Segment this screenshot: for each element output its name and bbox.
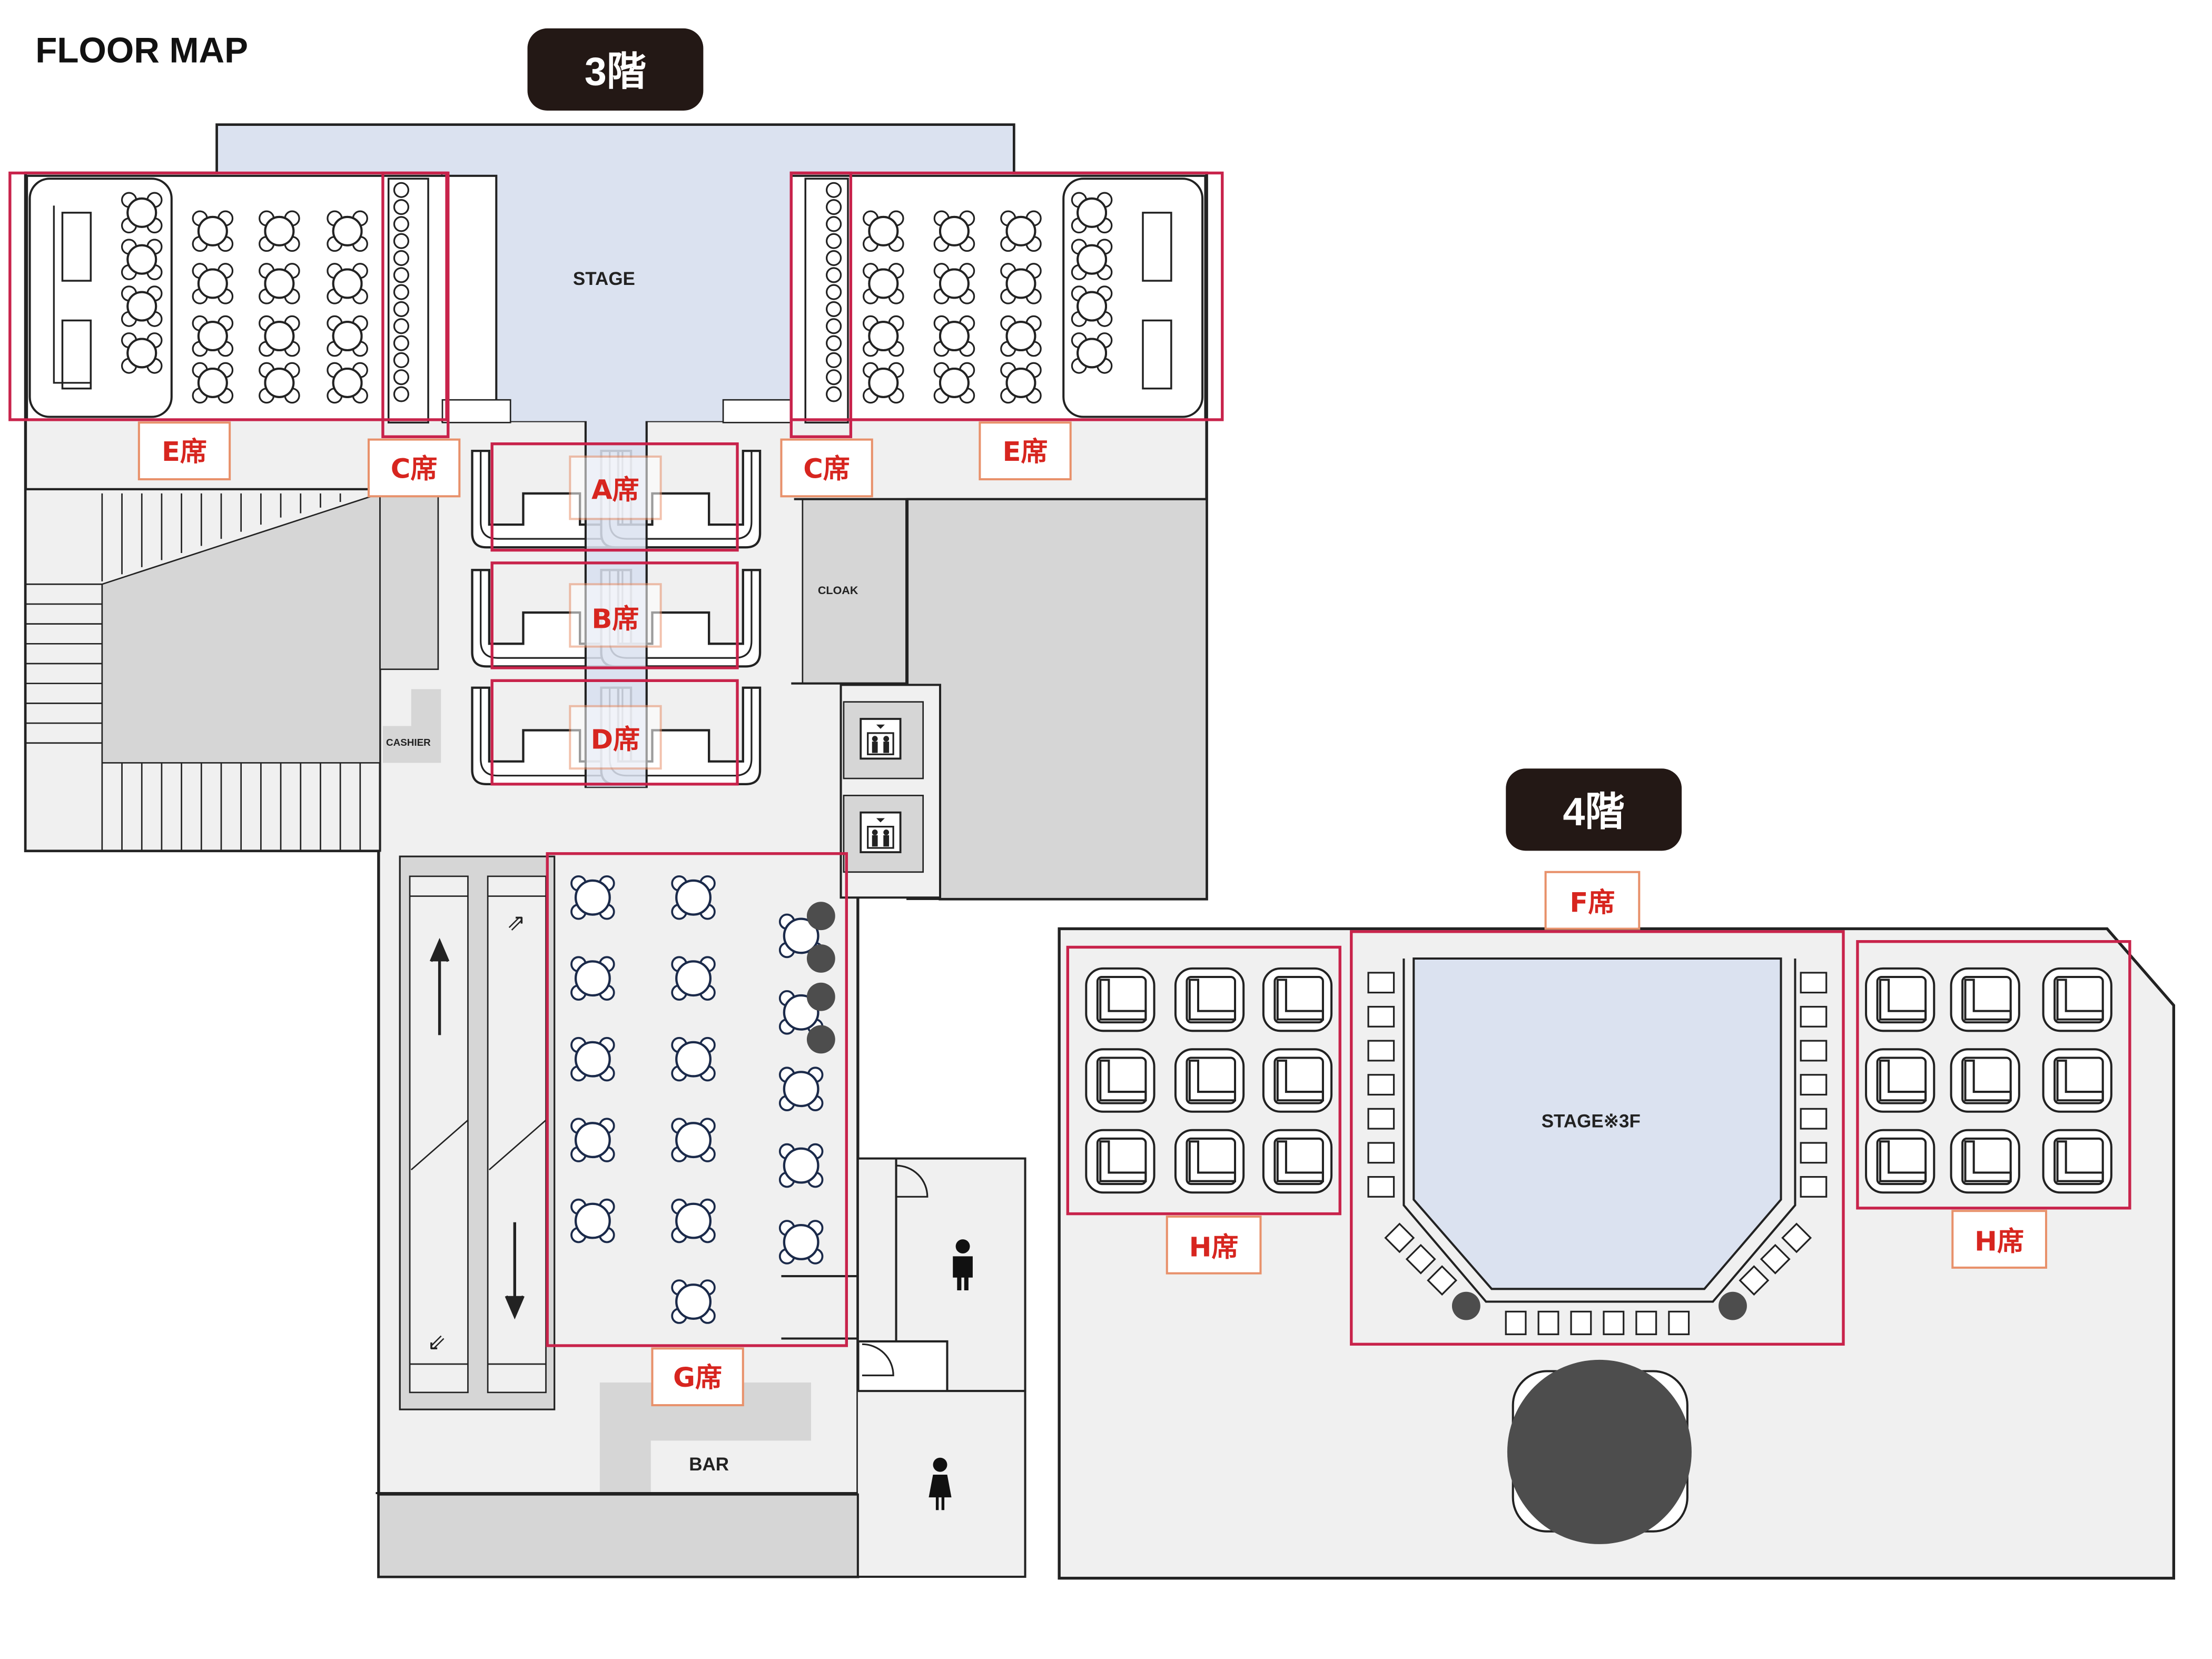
seat-box-f[interactable] (1350, 930, 1845, 1346)
seat-tag-e-left[interactable]: E席 (137, 421, 231, 481)
escalator-icon: ⇗ (507, 910, 526, 936)
floor-4-plan: 4階 STAGE※3F (1058, 768, 2175, 1580)
elevator-block (840, 684, 942, 899)
restroom-block (856, 1157, 1026, 1578)
seat-tag-f-label: F席 (1569, 887, 1615, 919)
bar-counter (599, 1382, 811, 1493)
c-left-seats (393, 182, 410, 402)
g-dark-seats (806, 902, 835, 1054)
escalator-block: ⇗ ⇙ (399, 855, 556, 1410)
seat-tag-f[interactable]: F席 (1544, 871, 1641, 930)
restroom-men-icon (953, 1239, 973, 1290)
round-booth (1507, 1359, 1692, 1544)
stage-label: STAGE (573, 269, 635, 289)
seat-tag-d-label[interactable]: D席 (591, 725, 640, 756)
seat-tag-h-left[interactable]: H席 (1166, 1215, 1262, 1275)
service-block (906, 498, 1208, 900)
cashier-label: CASHIER (386, 737, 431, 748)
staircase (24, 488, 439, 852)
seat-box-h-left[interactable] (1066, 945, 1341, 1216)
seat-box-c-left[interactable] (381, 171, 450, 438)
seat-tag-b-label[interactable]: B席 (591, 604, 639, 635)
seat-tag-c-left-label: C席 (391, 453, 438, 485)
seat-tag-g[interactable]: G席 (651, 1347, 744, 1407)
page-title: FLOOR MAP (35, 31, 248, 70)
seat-box-b[interactable] (490, 561, 739, 669)
seat-tag-h-right[interactable]: H席 (1951, 1210, 2048, 1269)
floor-3-pill (527, 28, 704, 111)
floor-4-pill (1506, 768, 1682, 851)
seat-tag-c-right-label: C席 (803, 453, 850, 485)
seat-tag-g-label: G席 (673, 1362, 722, 1394)
seat-box-h-right[interactable] (1856, 940, 2131, 1210)
seat-tag-e-right-label: E席 (1002, 437, 1048, 468)
h-left-chairs (1086, 969, 1331, 1192)
bar-label: BAR (689, 1454, 729, 1475)
seat-tag-c-right[interactable]: C席 (780, 438, 873, 498)
floor-3-plan: 3階 STAGE (8, 28, 1224, 1578)
arrow-up-icon (429, 937, 450, 1035)
seat-box-g[interactable] (546, 852, 848, 1347)
seat-tag-e-left-label: E席 (162, 437, 207, 468)
floor-3-label: 3階 (585, 50, 646, 94)
stage-4f-area (1413, 957, 1782, 1290)
elevator-icon (860, 718, 902, 760)
elevator-icon (860, 811, 902, 853)
floor-4-label: 4階 (1563, 789, 1625, 834)
cloak-label: CLOAK (818, 584, 858, 597)
stage-4f-side-seats (1367, 972, 1828, 1336)
cashier-room (382, 689, 441, 763)
seat-tag-a-label[interactable]: A席 (591, 475, 639, 506)
seat-box-e-right[interactable] (789, 171, 1224, 421)
arrow-down-icon (505, 1222, 525, 1320)
seat-box-a[interactable] (490, 442, 739, 552)
restroom-women-icon (929, 1457, 952, 1510)
stage-4f-label: STAGE※3F (1542, 1111, 1641, 1131)
seat-tag-e-right[interactable]: E席 (979, 421, 1072, 481)
seat-tag-c-left[interactable]: C席 (367, 438, 461, 498)
seat-tag-h-right-label: H席 (1974, 1227, 2024, 1258)
escalator-icon: ⇙ (427, 1329, 446, 1356)
seat-box-d[interactable] (490, 679, 739, 786)
h-right-chairs (1866, 969, 2111, 1192)
c-right-seats (826, 182, 842, 402)
seat-tag-h-left-label: H席 (1189, 1232, 1239, 1263)
